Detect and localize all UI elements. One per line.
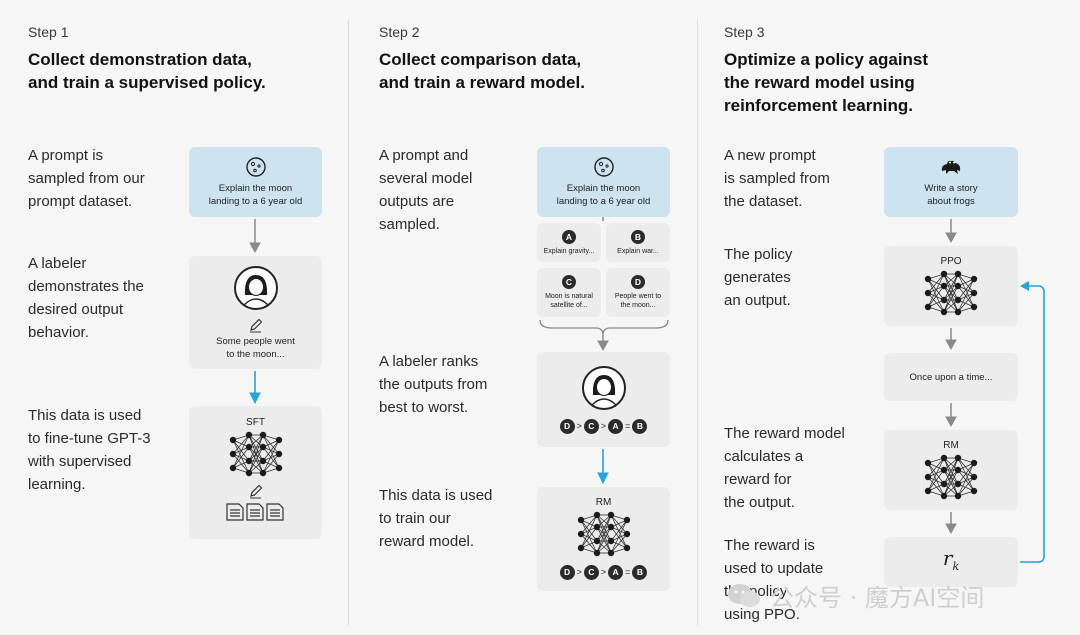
- step3-prompt-line1: Write a story: [924, 182, 978, 194]
- step2-ranking-box: D>C>A=B: [537, 352, 670, 447]
- step2-rm-box: RM D>C>A=B: [537, 487, 670, 591]
- arrow-step2-ranking-to-rm: [597, 449, 609, 485]
- step3-label: Step 3: [724, 24, 765, 40]
- step3-ppo-box: PPO: [884, 246, 1018, 326]
- step1-demo-line2: to the moon...: [226, 348, 285, 360]
- rank-operator: =: [625, 567, 631, 577]
- step3-output-text: Once upon a time...: [909, 371, 993, 383]
- output-badge-d: D: [631, 275, 645, 289]
- rank-operator: >: [600, 567, 607, 577]
- frog-icon: [941, 160, 961, 174]
- output-badge-c: C: [562, 275, 576, 289]
- step2-label: Step 2: [379, 24, 420, 40]
- divider-2: [697, 20, 698, 625]
- documents-icon: [225, 503, 284, 521]
- ppo-label: PPO: [940, 256, 962, 267]
- divider-1: [348, 20, 349, 625]
- step2-title-line2: and train a reward model.: [379, 73, 585, 92]
- step1-prompt-line2: landing to a 6 year old: [208, 196, 303, 207]
- outputs-bracket: [539, 319, 669, 336]
- step3-prompt-box: Write a story about frogs: [884, 147, 1018, 217]
- rank-badge: D: [559, 565, 575, 580]
- step1-title-line1: Collect demonstration data,: [28, 50, 252, 69]
- watermark-text: 公众号 · 魔方AI空间: [770, 584, 985, 612]
- step3-reward-box: rk: [884, 537, 1018, 587]
- rank-badge: B: [632, 419, 648, 434]
- step1-desc-1: A prompt is sampled from our prompt data…: [28, 147, 145, 210]
- rank-operator: >: [576, 421, 582, 431]
- step3-title-line3: reinforcement learning.: [724, 96, 913, 115]
- output-card-a: A Explain gravity...: [537, 223, 601, 262]
- arrow-step1-prompt-to-demo: [249, 219, 261, 254]
- ranking-row: D>C>A=B: [559, 565, 648, 580]
- rank-operator: >: [576, 567, 582, 577]
- step2-title: Collect comparison data, and train a rew…: [379, 48, 689, 94]
- step1-prompt-box: Explain the moon landing to a 6 year old: [189, 147, 322, 217]
- rank-operator: =: [625, 421, 631, 431]
- step2-desc-1: A prompt and several model outputs are s…: [379, 147, 473, 233]
- sft-label: SFT: [246, 417, 265, 428]
- step3-title-line1: Optimize a policy against: [724, 50, 929, 69]
- arrow-step3-ppo-to-output: [945, 328, 957, 351]
- step1-title: Collect demonstration data, and train a …: [28, 48, 348, 94]
- step3-title-line2: the reward model using: [724, 73, 915, 92]
- labeler-avatar-icon: [581, 366, 626, 410]
- watermark: 公众号 · 魔方AI空间: [726, 578, 984, 613]
- neural-network-icon: [577, 511, 630, 557]
- step3-rm-box: RM: [884, 430, 1018, 510]
- step3-desc-2: The policy generates an output.: [724, 246, 793, 309]
- step2-prompt-line2: landing to a 6 year old: [556, 196, 651, 207]
- output-badge-a: A: [562, 229, 576, 244]
- step3-title: Optimize a policy against the reward mod…: [724, 48, 1044, 117]
- output-badge-b: B: [631, 229, 645, 244]
- pencil-icon: [249, 318, 262, 332]
- step3-desc-3: The reward model calculates a reward for…: [724, 425, 845, 511]
- rank-badge: B: [632, 565, 648, 580]
- rank-badge: A: [608, 419, 624, 434]
- neural-network-icon: [924, 454, 978, 500]
- step1-demo-box: Some people went to the moon...: [189, 256, 322, 369]
- arrow-step3-feedback-loop: [1020, 281, 1045, 563]
- step3-output-box: Once upon a time...: [884, 353, 1018, 401]
- step1-title-line2: and train a supervised policy.: [28, 73, 266, 92]
- neural-network-icon: [924, 270, 978, 316]
- step1-demo-line1: Some people went: [216, 335, 295, 347]
- rank-operator: >: [600, 421, 607, 431]
- arrow-step3-prompt-to-ppo: [945, 219, 957, 244]
- step1-desc-3: This data is used to fine-tune GPT-3 wit…: [28, 407, 151, 493]
- step1-sft-box: SFT: [189, 406, 322, 539]
- step2-desc-2: A labeler ranks the outputs from best to…: [379, 353, 488, 416]
- rank-badge: D: [559, 419, 575, 434]
- step1-label: Step 1: [28, 24, 69, 40]
- rm-label: RM: [943, 440, 959, 451]
- step2-desc-3: This data is used to train our reward mo…: [379, 487, 493, 550]
- neural-network-icon: [229, 431, 282, 477]
- rank-badge: C: [583, 419, 599, 434]
- step1-desc-2: A labeler demonstrates the desired outpu…: [28, 255, 144, 341]
- step3-desc-1: A new prompt is sampled from the dataset…: [724, 147, 830, 210]
- step3-desc-4: The reward is used to update the policy …: [724, 537, 824, 623]
- arrow-step3-output-to-rm: [945, 403, 957, 428]
- wechat-icon: [728, 583, 760, 607]
- arrow-step1-demo-to-sft: [249, 371, 261, 405]
- moon-icon: [245, 157, 266, 177]
- labeler-avatar-icon: [233, 265, 278, 310]
- output-card-d: D People went to the moon...: [606, 268, 670, 317]
- rm-label: RM: [595, 497, 612, 508]
- arrow-step3-rm-to-reward: [945, 512, 957, 535]
- step3-prompt-line2: about frogs: [927, 195, 975, 207]
- rank-badge: C: [583, 565, 599, 580]
- ranking-row: D>C>A=B: [559, 419, 648, 434]
- reward-symbol: rk: [942, 545, 960, 573]
- step1-prompt-line1: Explain the moon: [218, 183, 293, 194]
- step2-prompt-line1: Explain the moon: [566, 183, 641, 194]
- output-card-c: C Moon is natural satellite of...: [537, 268, 601, 317]
- rank-badge: A: [608, 565, 624, 580]
- step2-prompt-box: Explain the moon landing to a 6 year old: [537, 147, 670, 217]
- moon-icon: [593, 157, 614, 177]
- arrow-step2-bracket-to-ranking: [597, 335, 609, 352]
- pencil-icon: [249, 484, 262, 499]
- output-card-b: B Explain war...: [606, 223, 670, 262]
- step2-title-line1: Collect comparison data,: [379, 50, 582, 69]
